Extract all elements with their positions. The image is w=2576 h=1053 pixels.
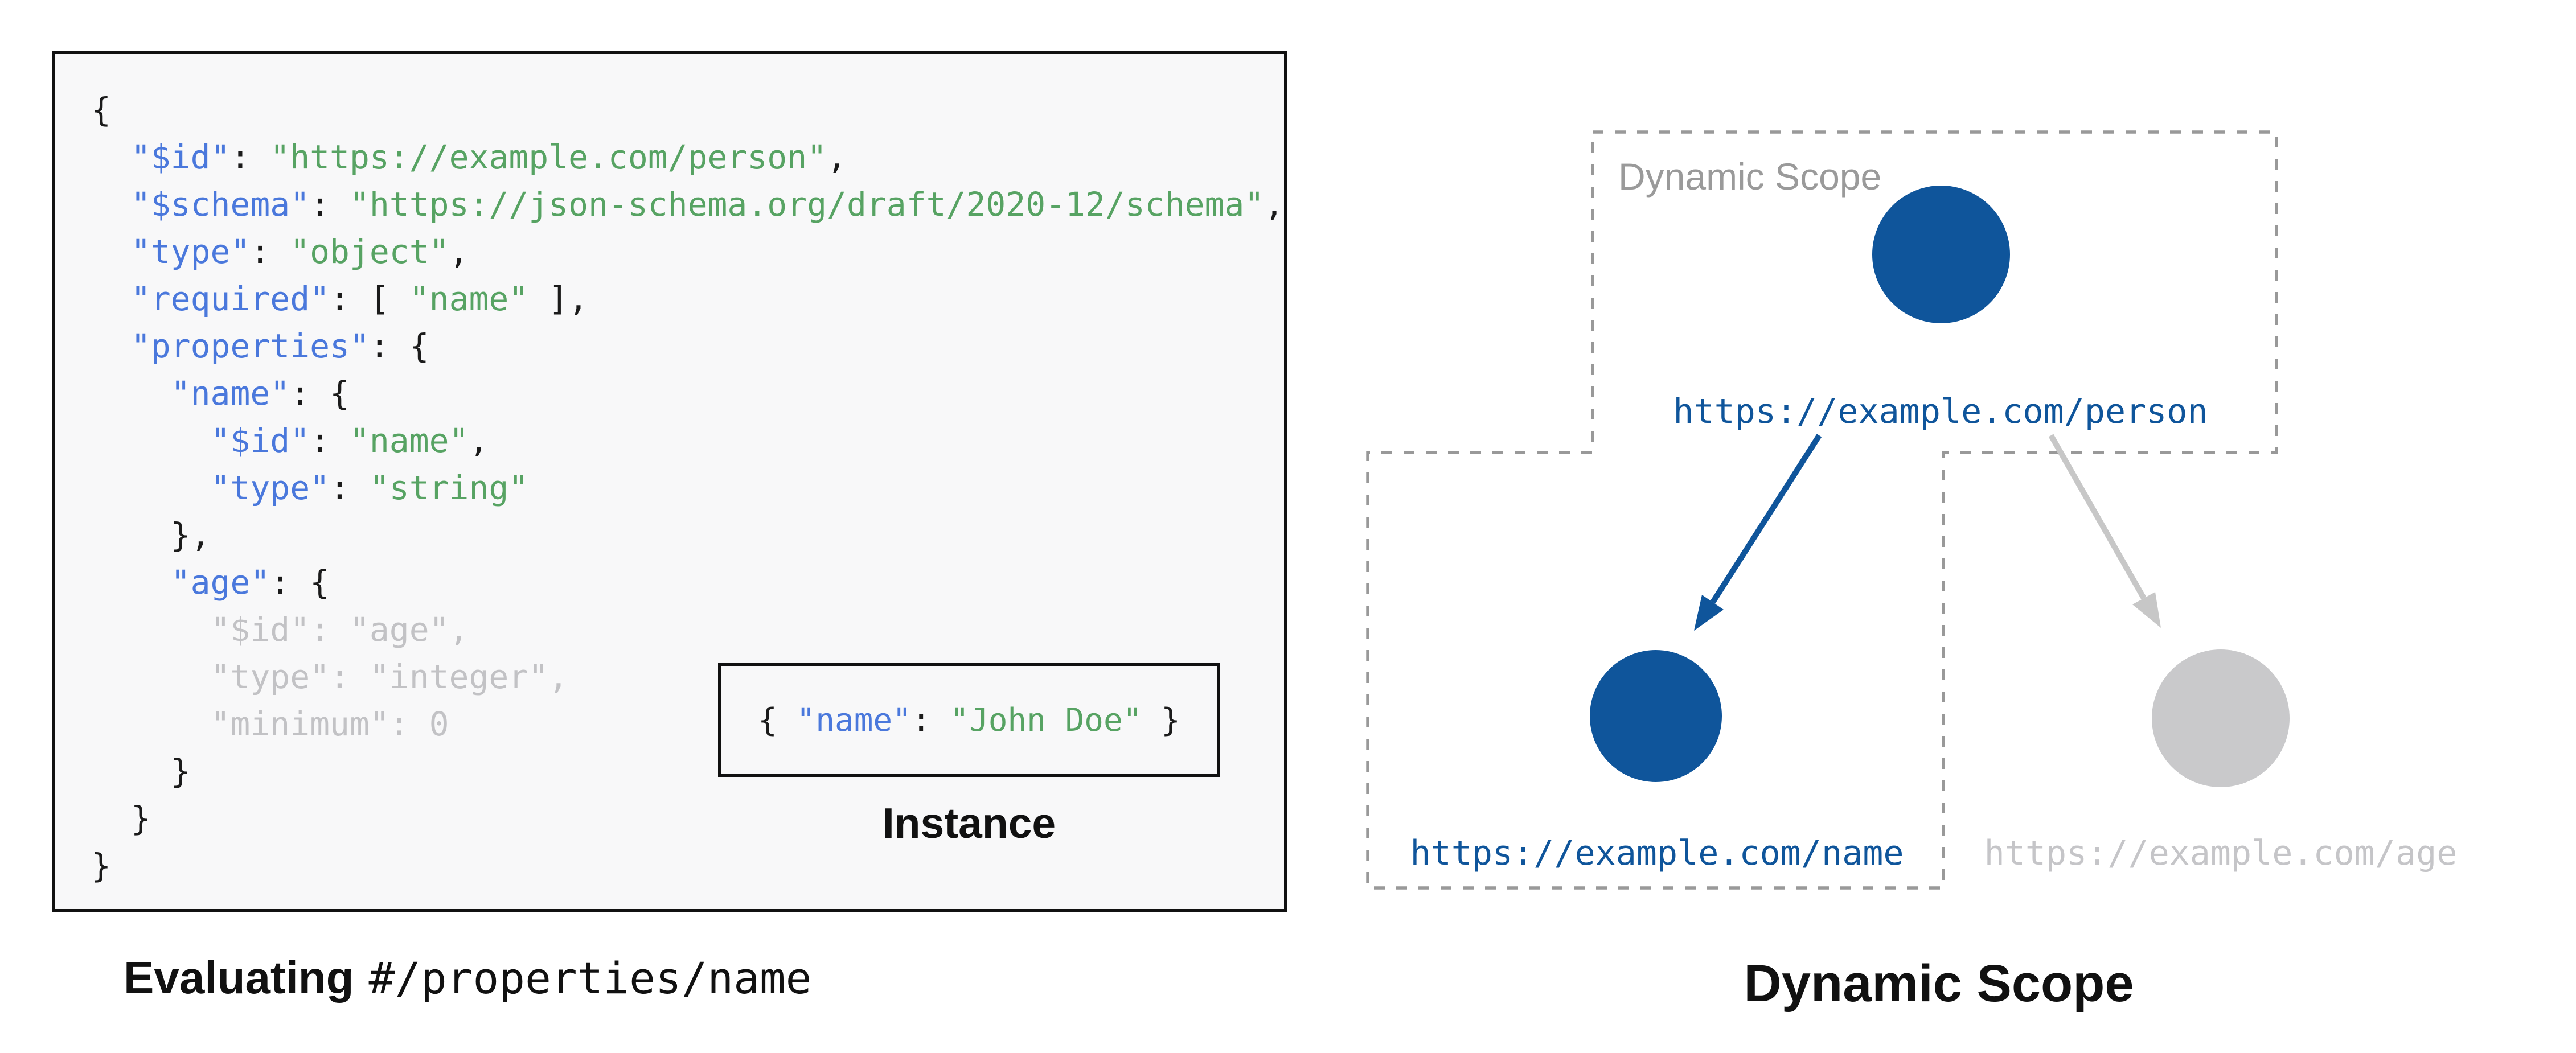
code-segment: "required" bbox=[130, 279, 330, 318]
code-segment: , bbox=[827, 138, 847, 176]
code-line: "age": { bbox=[91, 559, 1284, 606]
code-segment: , bbox=[469, 421, 489, 460]
code-segment: : bbox=[230, 138, 270, 176]
code-segment: "John Doe" bbox=[950, 701, 1142, 739]
code-segment: : bbox=[310, 421, 350, 460]
age-schema-node bbox=[2152, 649, 2290, 787]
name-node-label: https://example.com/name bbox=[1410, 833, 1904, 873]
dynamic-scope-boundary bbox=[1366, 130, 2278, 890]
person-to-age-arrow-shaft bbox=[2048, 434, 2147, 600]
code-line: } bbox=[91, 842, 1284, 890]
code-segment: "name" bbox=[409, 279, 529, 318]
person-node-label: https://example.com/person bbox=[1673, 392, 2208, 431]
code-segment: "name" bbox=[796, 701, 912, 739]
code-segment: }, bbox=[91, 516, 211, 554]
code-segment: , bbox=[449, 232, 469, 271]
code-segment: "type" bbox=[210, 468, 330, 507]
code-line: "$id": "age", bbox=[91, 606, 1284, 653]
code-line: } bbox=[91, 748, 1284, 795]
person-schema-node bbox=[1872, 186, 2010, 323]
code-segment: "https://json-schema.org/draft/2020-12/s… bbox=[349, 185, 1265, 224]
code-segment: { bbox=[758, 701, 797, 739]
evaluating-caption-pointer: #/properties/name bbox=[368, 953, 812, 1003]
person-to-age-arrow-head bbox=[2132, 592, 2161, 628]
code-segment: : bbox=[310, 185, 350, 224]
instance-code: { "name": "John Doe" } bbox=[721, 666, 1217, 774]
code-segment: "$schema" bbox=[130, 185, 310, 224]
schema-code: { "$id": "https://example.com/person", "… bbox=[91, 87, 1284, 890]
code-line: "properties": { bbox=[91, 323, 1284, 370]
code-segment: "https://example.com/person" bbox=[270, 138, 827, 176]
code-line: "required": [ "name" ], bbox=[91, 275, 1284, 323]
code-segment: : bbox=[250, 232, 290, 271]
person-to-name-arrow-head bbox=[1694, 595, 1724, 631]
code-line: "$id": "name", bbox=[91, 417, 1284, 464]
diagram-title: Dynamic Scope bbox=[1744, 955, 2134, 1013]
code-segment: } bbox=[91, 846, 111, 885]
code-segment: : bbox=[911, 701, 950, 739]
schema-panel: { "$id": "https://example.com/person", "… bbox=[52, 51, 1287, 912]
code-segment: : { bbox=[369, 327, 429, 365]
code-segment: } bbox=[91, 799, 151, 838]
code-line: "$id": "https://example.com/person", bbox=[91, 134, 1284, 181]
code-line: "$schema": "https://json-schema.org/draf… bbox=[91, 181, 1284, 228]
instance-box: { "name": "John Doe" } bbox=[718, 663, 1220, 777]
code-line: "minimum": 0 bbox=[91, 701, 1284, 748]
code-segment: "properties" bbox=[130, 327, 370, 365]
code-segment: : { bbox=[290, 374, 350, 413]
code-segment: "string" bbox=[369, 468, 529, 507]
code-segment: , bbox=[1264, 185, 1285, 224]
code-segment: : bbox=[330, 468, 370, 507]
code-segment: : { bbox=[270, 563, 330, 602]
code-segment: "object" bbox=[290, 232, 449, 271]
code-line: "name": { bbox=[91, 370, 1284, 417]
code-line: "type": "integer", bbox=[91, 653, 1284, 701]
person-to-name-arrow bbox=[1694, 434, 1822, 631]
code-segment: ], bbox=[528, 279, 589, 318]
code-line: } bbox=[91, 795, 1284, 842]
code-segment: } bbox=[1142, 701, 1180, 739]
code-line: }, bbox=[91, 512, 1284, 559]
code-segment: } bbox=[91, 752, 191, 791]
code-segment: "type" bbox=[130, 232, 251, 271]
code-segment: { bbox=[91, 91, 111, 129]
code-line: "type": "string" bbox=[91, 464, 1284, 512]
code-segment: "age" bbox=[170, 563, 270, 602]
evaluating-caption-word: Evaluating bbox=[124, 952, 354, 1003]
person-to-name-arrow-shaft bbox=[1710, 434, 1822, 604]
dynamic-scope-boundary-label: Dynamic Scope bbox=[1618, 155, 1882, 198]
code-segment: "name" bbox=[349, 421, 469, 460]
code-line: { bbox=[91, 87, 1284, 134]
code-segment: : [ bbox=[330, 279, 409, 318]
code-segment: "name" bbox=[170, 374, 290, 413]
person-to-age-arrow bbox=[2048, 434, 2161, 628]
code-line: "type": "object", bbox=[91, 228, 1284, 275]
age-node-label: https://example.com/age bbox=[1984, 833, 2458, 873]
name-schema-node bbox=[1590, 650, 1722, 782]
code-segment: "$id" bbox=[210, 421, 310, 460]
code-segment: "$id": "age", bbox=[91, 610, 469, 649]
code-segment: "$id" bbox=[130, 138, 231, 176]
instance-label: Instance bbox=[882, 799, 1056, 847]
evaluating-caption: Evaluating #/properties/name bbox=[124, 952, 811, 1004]
code-segment: "minimum": 0 bbox=[91, 705, 449, 743]
code-segment: "type": "integer", bbox=[91, 657, 569, 696]
